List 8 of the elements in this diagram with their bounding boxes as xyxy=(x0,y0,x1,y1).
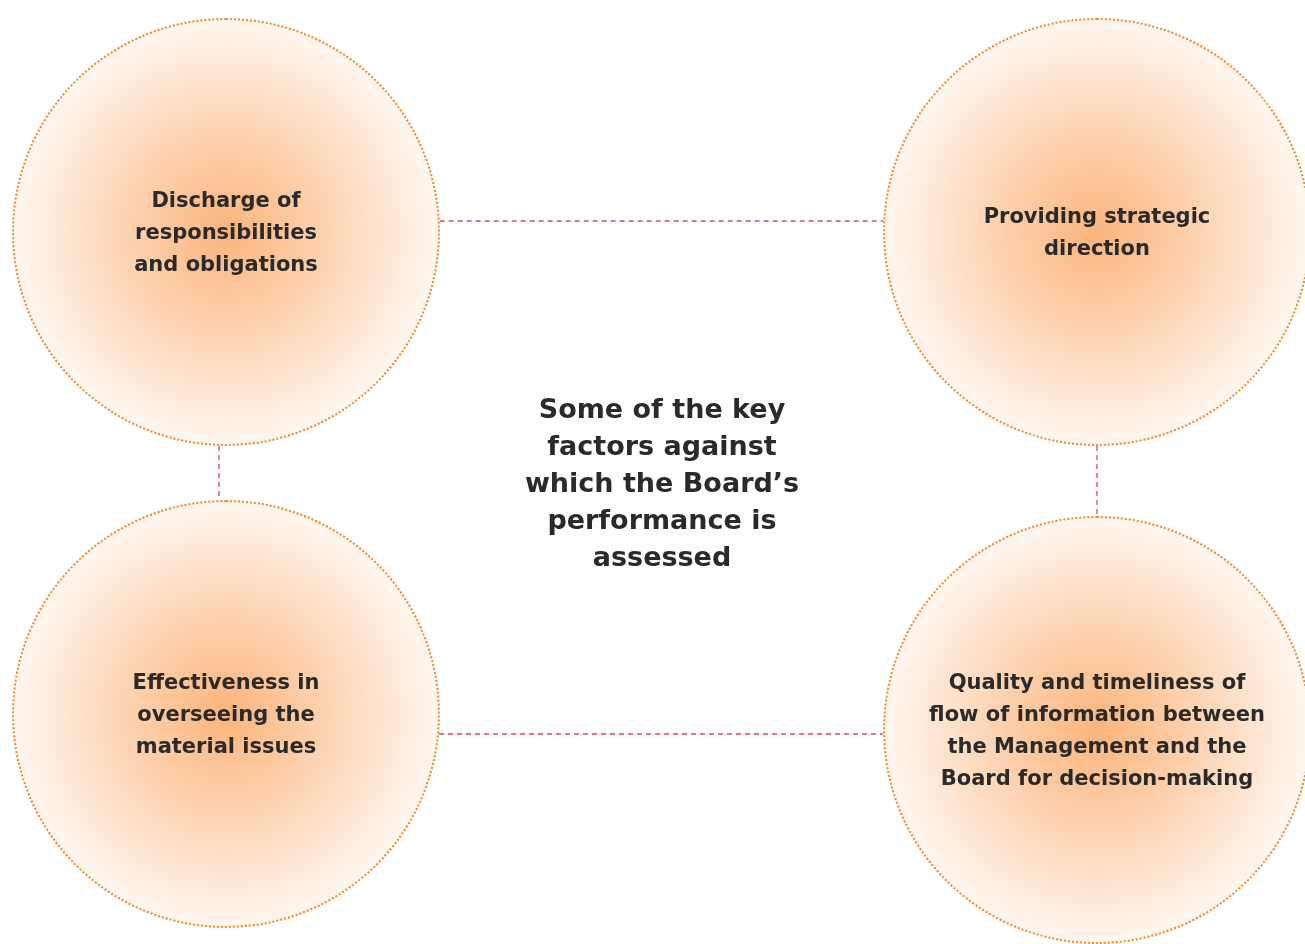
node-label: Providing strategic direction xyxy=(982,203,1212,262)
node-label: Discharge of responsibilities and obligations xyxy=(133,187,319,278)
dashed-connector xyxy=(439,220,884,222)
center-heading: Some of the key factors against which the Board’s performance is assessed xyxy=(523,392,801,574)
dashed-connector xyxy=(1096,445,1098,517)
node-label: Effectiveness in overseeing the material issues xyxy=(131,669,321,760)
node-label: Quality and timeliness of flow of information between the Management and the Board for decision-making xyxy=(928,669,1266,792)
dashed-connector xyxy=(438,733,884,735)
